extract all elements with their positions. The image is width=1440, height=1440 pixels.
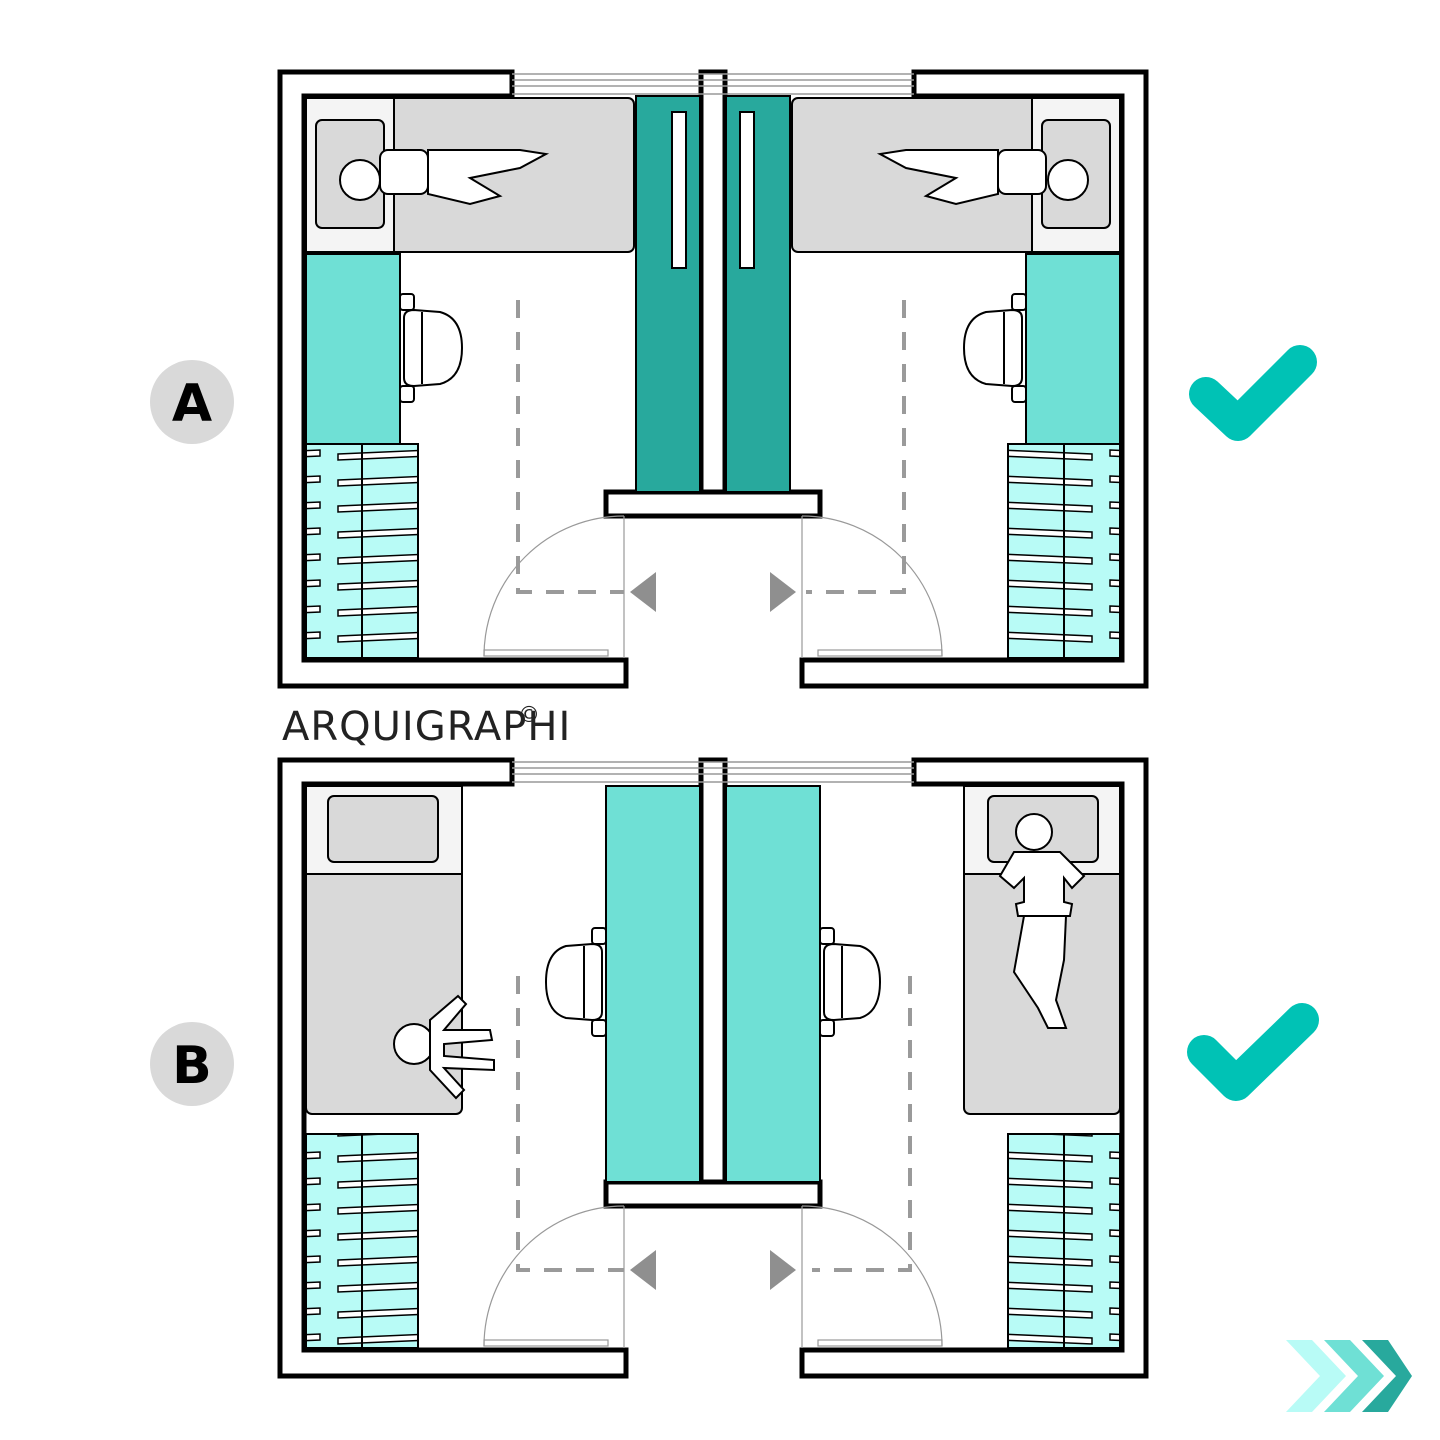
plan-a bbox=[277, 69, 1149, 689]
plan-b-left-bed bbox=[305, 785, 495, 1115]
chair-icon bbox=[819, 927, 882, 1037]
arrow-right-icon bbox=[770, 572, 796, 612]
check-icon bbox=[1187, 1003, 1319, 1101]
svg-text:B: B bbox=[172, 1036, 212, 1096]
plan-b-right-bed bbox=[963, 785, 1121, 1115]
plan-a-left-wardrobe bbox=[305, 443, 419, 659]
chair-icon bbox=[962, 293, 1027, 403]
plan-a-right-wardrobe bbox=[1007, 443, 1121, 659]
arrow-left-icon bbox=[630, 1250, 656, 1290]
plan-a-window bbox=[512, 73, 914, 95]
chair-icon bbox=[544, 927, 607, 1037]
arrow-right-icon bbox=[770, 1250, 796, 1290]
lying-person-icon bbox=[998, 813, 1086, 1029]
plan-b-circulation bbox=[516, 976, 912, 1272]
svg-text:A: A bbox=[172, 374, 212, 434]
plan-a-left-bed bbox=[305, 97, 635, 253]
chair-icon bbox=[399, 293, 464, 403]
plan-label-a: A bbox=[150, 360, 234, 444]
sitting-person-icon bbox=[393, 994, 495, 1100]
svg-text:ARQUIGRAPHI: ARQUIGRAPHI bbox=[282, 704, 571, 750]
plan-a-circulation bbox=[516, 300, 906, 594]
plan-b bbox=[277, 757, 1149, 1379]
plan-a-doors bbox=[483, 515, 943, 658]
plan-b-window bbox=[512, 761, 914, 783]
plan-b-doors bbox=[483, 1205, 943, 1348]
triple-chevron-right-icon[interactable] bbox=[1286, 1340, 1412, 1412]
plan-label-b: B bbox=[150, 1022, 234, 1106]
plan-b-center-desks bbox=[605, 785, 821, 1183]
plan-a-center-wardrobes bbox=[635, 95, 791, 493]
sleeping-person-icon bbox=[339, 149, 550, 206]
arrow-left-icon bbox=[630, 572, 656, 612]
plan-b-left-wardrobe bbox=[305, 1133, 419, 1349]
sleeping-person-icon bbox=[876, 149, 1089, 206]
plan-a-right-bed bbox=[791, 97, 1121, 253]
plan-b-right-wardrobe bbox=[1007, 1133, 1121, 1349]
check-icon bbox=[1189, 345, 1317, 441]
brand-watermark: ARQUIGRAPHI © bbox=[282, 703, 571, 750]
svg-text:©: © bbox=[518, 703, 541, 728]
